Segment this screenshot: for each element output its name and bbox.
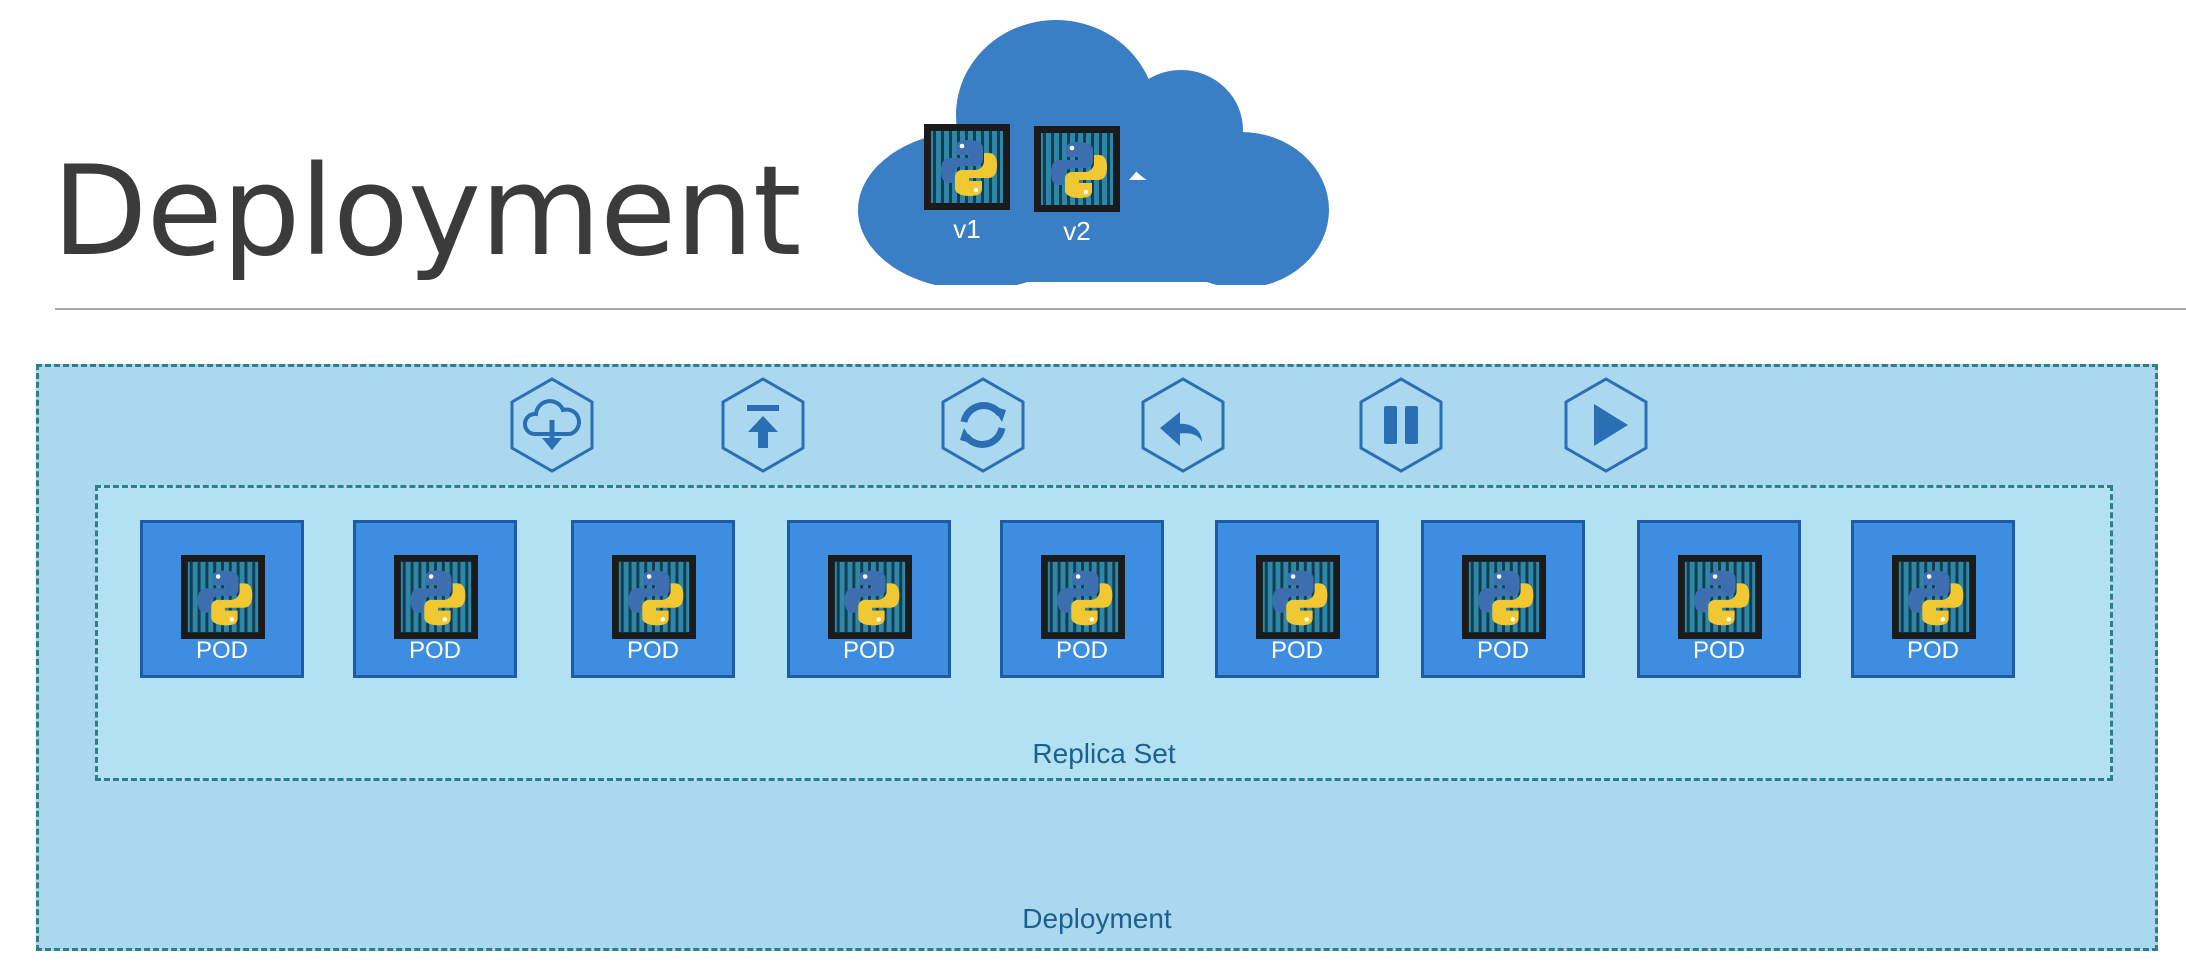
pod: POD [787, 520, 951, 678]
page-title: Deployment [52, 140, 801, 284]
pod: POD [571, 520, 735, 678]
python-container-icon [1256, 555, 1340, 639]
python-container-icon [1892, 555, 1976, 639]
python-container-icon [394, 555, 478, 639]
pod: POD [1637, 520, 1801, 678]
pod-label: POD [408, 637, 461, 664]
pod: POD [1851, 520, 2015, 678]
python-container-icon [828, 555, 912, 639]
play-icon[interactable] [1563, 376, 1649, 474]
python-container-icon [181, 555, 265, 639]
python-container-icon [612, 555, 696, 639]
version-label: v2 [1063, 216, 1091, 246]
pod-label: POD [1270, 637, 1323, 664]
replica-set-label: Replica Set [1032, 738, 1176, 769]
pod-label: POD [842, 637, 895, 664]
pod: POD [1000, 520, 1164, 678]
pod: POD [140, 520, 304, 678]
cloud-download-icon[interactable] [509, 376, 595, 474]
pod-label: POD [1055, 637, 1108, 664]
python-container-icon [1462, 555, 1546, 639]
pod-label: POD [195, 637, 248, 664]
python-container-icon [1041, 555, 1125, 639]
pod: POD [1421, 520, 1585, 678]
pod: POD [353, 520, 517, 678]
python-container-icon [1678, 555, 1762, 639]
python-container-icon [1034, 126, 1120, 212]
pod-label: POD [1476, 637, 1529, 664]
pod-label: POD [1906, 637, 1959, 664]
undo-icon[interactable] [1140, 376, 1226, 474]
pod: POD [1215, 520, 1379, 678]
image-registry-cloud: v1 v2 [856, 10, 1331, 285]
upload-icon[interactable] [720, 376, 806, 474]
python-container-icon [924, 124, 1010, 210]
title-divider [55, 308, 2186, 310]
pod-label: POD [626, 637, 679, 664]
version-label: v1 [953, 214, 981, 244]
deployment-label: Deployment [1022, 903, 1172, 934]
sync-icon[interactable] [940, 376, 1026, 474]
pod-label: POD [1692, 637, 1745, 664]
pause-icon[interactable] [1358, 376, 1444, 474]
